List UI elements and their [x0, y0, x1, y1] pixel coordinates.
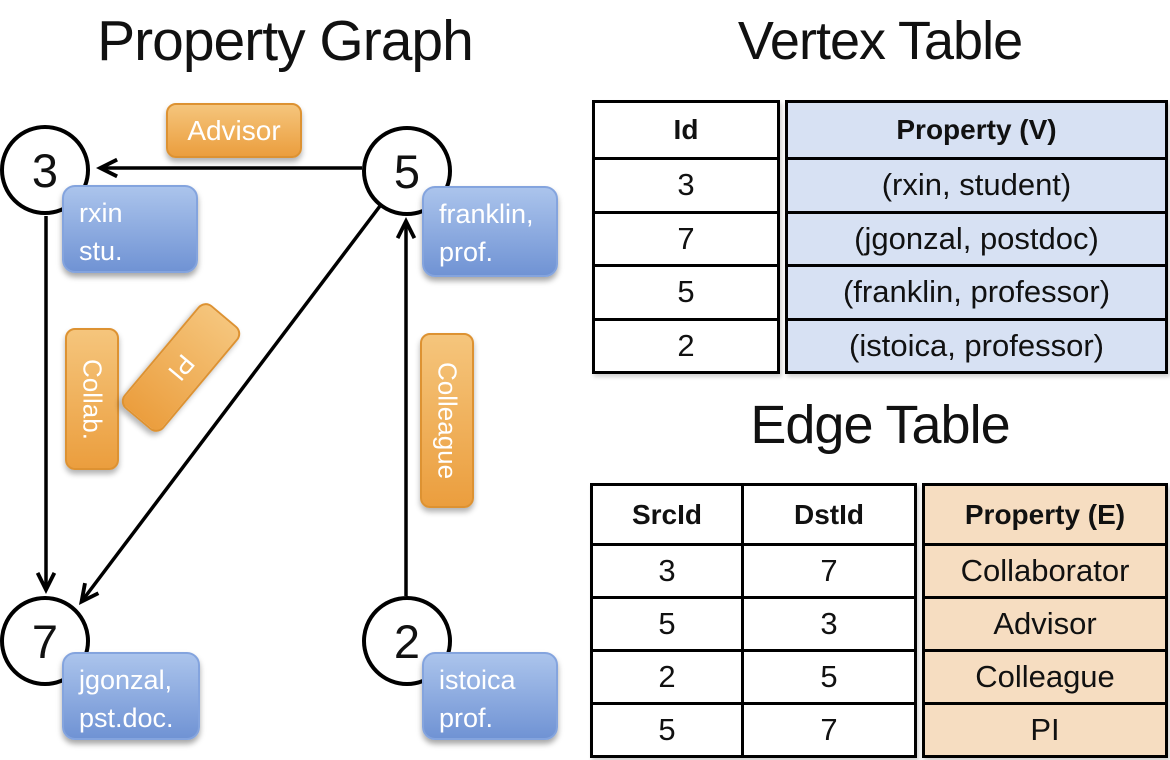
edge-table-srcid-cell: 3: [593, 543, 741, 596]
edge-table-header-srcid: SrcId: [631, 498, 703, 530]
edge-table-property-cell: PI: [925, 702, 1165, 755]
vertex-table-property-cell: (franklin, professor): [788, 264, 1165, 318]
vertex-prop-3-line2: stu.: [79, 236, 123, 267]
edge-table-header-dstid: DstId: [741, 486, 914, 543]
vertex-prop-2-line1: istoica: [439, 665, 516, 695]
vertex-prop-5-line1: franklin,: [439, 199, 534, 229]
edge-table-header-property: Property (E): [964, 498, 1126, 530]
vertex-table-id-cell: 2: [595, 317, 777, 372]
edge-table-dstid-cell: 3: [741, 596, 914, 649]
edge-table-srcid-cell: 2: [593, 649, 741, 702]
vertex-node-5-id: 5: [393, 144, 421, 198]
vertex-node-3-id: 3: [31, 143, 59, 197]
vertex-table-property-cell: (istoica, professor): [788, 317, 1165, 372]
vertex-table-property-cell: (rxin, student): [788, 157, 1165, 211]
edge-table-property-cell: Colleague: [925, 649, 1165, 702]
vertex-table-id-cell: 3: [595, 157, 777, 211]
vertex-node-5: 5: [362, 126, 452, 216]
vertex-prop-box-2: istoica prof.: [422, 652, 558, 740]
vertex-table-id-column: Id 3 7 5 2: [592, 100, 780, 374]
vertex-table-header-property: Property (V): [896, 114, 1057, 145]
vertex-prop-3-line1: rxin: [79, 198, 123, 228]
edge-table-srcid-cell: 5: [593, 596, 741, 649]
vertex-prop-7-line1: jgonzal,: [79, 665, 173, 695]
vertex-prop-7-line2: pst.doc.: [79, 703, 174, 734]
vertex-node-2-id: 2: [393, 614, 421, 668]
edge-table-srcid-cell: 5: [593, 702, 741, 755]
edge-label-collab: Collab.: [65, 328, 119, 470]
vertex-prop-box-5: franklin, prof.: [422, 186, 558, 277]
vertex-table-property-column: Property (V) (rxin, student) (jgonzal, p…: [785, 100, 1168, 374]
vertex-prop-5-line2: prof.: [439, 237, 494, 268]
vertex-prop-box-3: rxin stu.: [62, 185, 198, 273]
graph-title: Property Graph: [97, 9, 474, 73]
edge-table-property-cell: Advisor: [925, 596, 1165, 649]
edge-table-title: Edge Table: [750, 395, 1010, 455]
vertex-node-2: 2: [362, 596, 452, 686]
edge-table-dstid-cell: 5: [741, 649, 914, 702]
graph-edges: [35, 157, 417, 605]
edge-label-colleague: Colleague: [420, 333, 474, 508]
edge-label-advisor: Advisor: [166, 103, 302, 158]
vertex-table-id-cell: 5: [595, 264, 777, 318]
vertex-table-property-cell: (jgonzal, postdoc): [788, 210, 1165, 265]
edge-table-id-columns: SrcId DstId 3 7 5 3 2 5 5 7: [590, 483, 917, 758]
vertex-node-7-id: 7: [31, 614, 59, 668]
vertex-table-title: Vertex Table: [737, 11, 1023, 71]
edge-table-property-cell: Collaborator: [925, 543, 1165, 596]
edge-table-property-column: Property (E) Collaborator Advisor Collea…: [922, 483, 1168, 758]
edge-table-dstid-cell: 7: [741, 702, 914, 755]
edge-table-dstid-cell: 7: [741, 543, 914, 596]
edge-5-to-7: [78, 204, 382, 605]
vertex-prop-box-7: jgonzal, pst.doc.: [62, 652, 200, 740]
vertex-prop-2-line2: prof.: [439, 703, 494, 734]
vertex-table-id-cell: 7: [595, 210, 777, 265]
vertex-table-header-id: Id: [673, 114, 699, 145]
